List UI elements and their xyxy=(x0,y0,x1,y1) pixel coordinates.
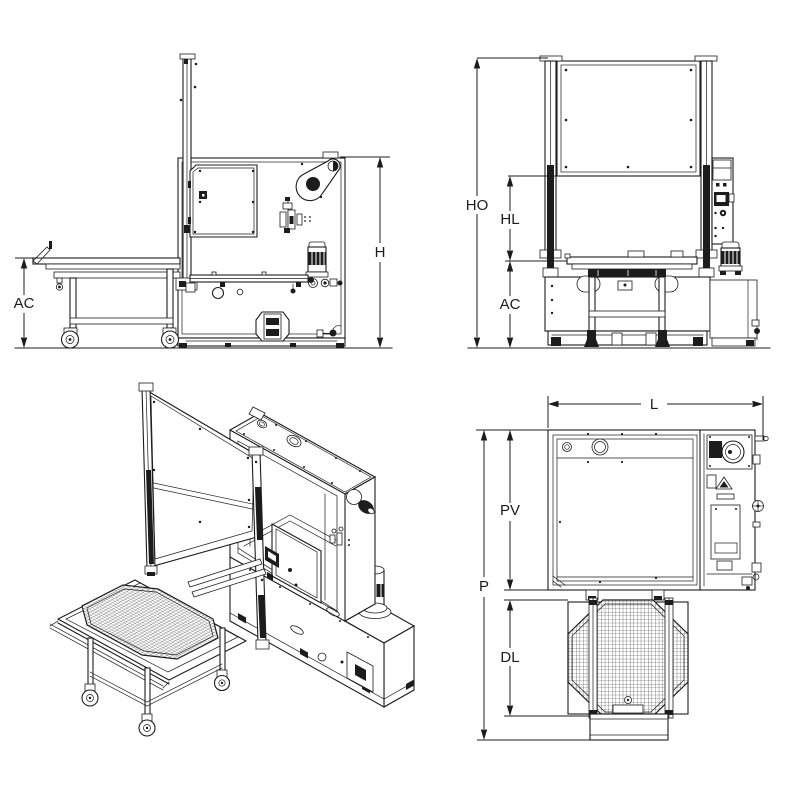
pump-mount xyxy=(255,311,290,342)
hood-panel-iso xyxy=(145,389,261,568)
dim-label-ac-front: AC xyxy=(500,296,521,313)
tank-port-large xyxy=(211,286,225,300)
dimension-l: L xyxy=(548,396,763,413)
loading-cart-iso xyxy=(49,579,248,737)
hood-mast xyxy=(175,53,198,293)
exhaust-blower xyxy=(346,489,375,515)
wash-chamber-iso xyxy=(228,406,377,622)
guide-rail-right xyxy=(694,55,718,278)
hood-panel-front xyxy=(556,60,701,177)
basket-mesh-iso xyxy=(81,584,219,660)
dimension-h: H xyxy=(340,156,390,348)
caster-wheel-iso xyxy=(138,713,156,737)
guide-rail-left xyxy=(539,55,563,278)
dim-label-ac-side: AC xyxy=(14,295,35,312)
dimension-hl: HL xyxy=(500,176,520,261)
caster-wheel-iso xyxy=(213,669,231,692)
machinery-bay-plan xyxy=(706,434,753,590)
dim-label-hl: HL xyxy=(500,211,519,228)
tank-port-small xyxy=(236,288,244,296)
side-elevation-view: H AC xyxy=(14,53,393,349)
slide-rails xyxy=(187,558,267,598)
pump-motor-front xyxy=(718,241,743,275)
plan-view: L P PV DL xyxy=(476,396,769,741)
caster-wheel-iso xyxy=(81,683,99,707)
control-column xyxy=(711,157,735,245)
control-panel-iso xyxy=(265,523,322,604)
pneumatic-unit-iso xyxy=(329,526,350,546)
machine-body-plan xyxy=(547,429,769,591)
dimension-pv: PV xyxy=(500,430,520,590)
caster-wheel xyxy=(160,327,180,349)
control-panel-side xyxy=(188,164,258,238)
basket-rail-left xyxy=(588,597,598,719)
roller-rail xyxy=(189,271,314,287)
dim-label-ho: HO xyxy=(466,197,489,214)
basket-rail-right xyxy=(664,597,674,719)
dimension-dl: DL xyxy=(500,600,520,716)
dimension-ac-front: AC xyxy=(500,261,521,348)
pneumatic-unit xyxy=(279,197,311,234)
drain-valve xyxy=(316,325,342,338)
dim-label-pv: PV xyxy=(500,502,520,519)
dim-label-dl: DL xyxy=(500,649,519,666)
front-elevation-view: HO HL AC xyxy=(466,55,771,349)
dimension-ac-side: AC xyxy=(14,257,42,348)
dimension-p: P xyxy=(479,430,489,740)
dim-label-p: P xyxy=(479,578,489,595)
isometric-view xyxy=(49,382,416,737)
basket-plan xyxy=(567,589,689,741)
pump-motor-side xyxy=(305,241,343,288)
loading-cart-side xyxy=(32,241,181,349)
dim-label-h: H xyxy=(375,244,386,261)
side-fittings-plan xyxy=(751,435,769,581)
guide-rail-left-iso xyxy=(138,382,158,576)
caster-wheel xyxy=(60,327,80,349)
dim-label-l: L xyxy=(650,396,658,413)
guide-rail-right-iso xyxy=(248,446,270,650)
level-indicator xyxy=(290,283,296,294)
dimension-ho: HO xyxy=(466,58,489,348)
tank-iso xyxy=(229,556,416,708)
belt-cover xyxy=(295,158,341,202)
